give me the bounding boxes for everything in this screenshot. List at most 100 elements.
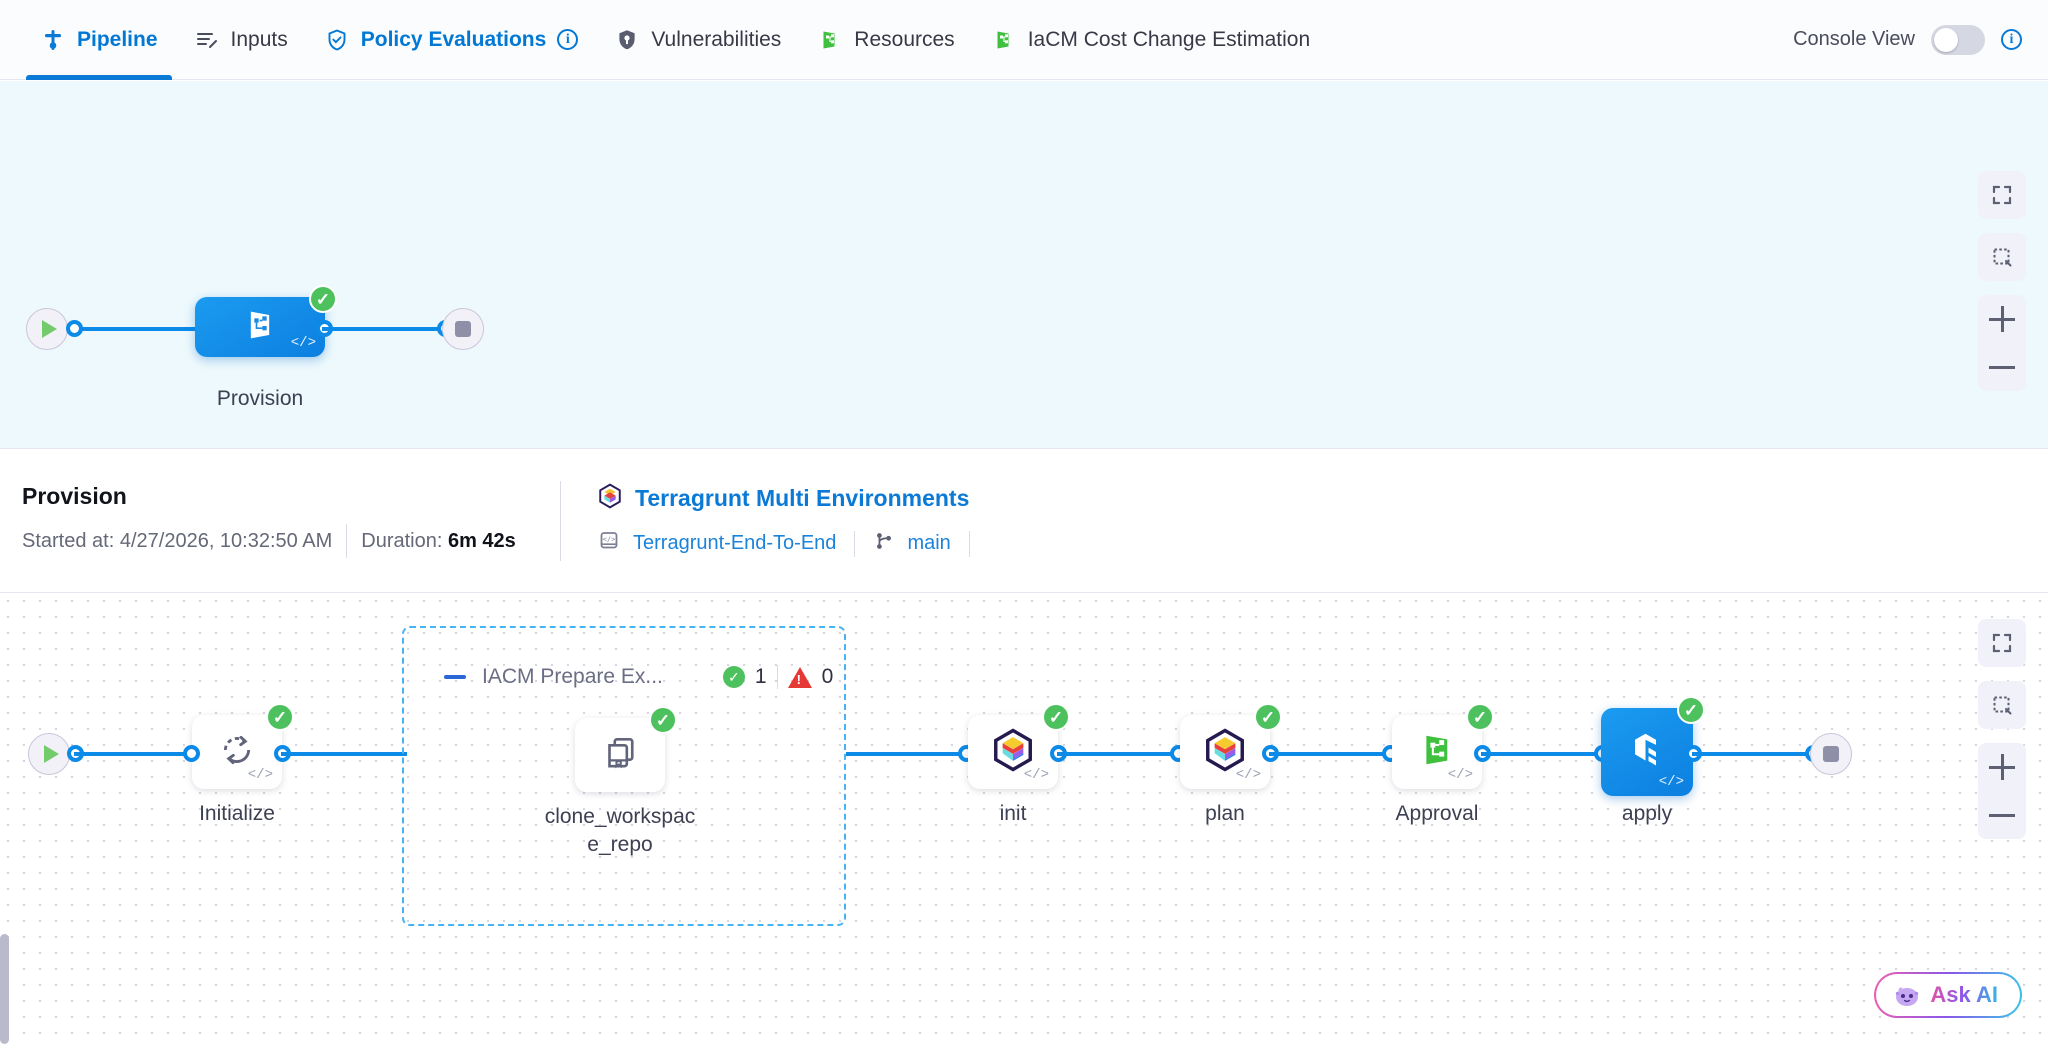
- terragrunt-hex-icon: [597, 482, 623, 515]
- ask-ai-button[interactable]: Ask AI: [1874, 972, 2022, 1018]
- exec-node-label-approval: Approval: [1395, 802, 1479, 825]
- exec-edge-5: [1481, 752, 1601, 756]
- status-check-icon: ✓: [1254, 703, 1282, 731]
- tab-inputs[interactable]: Inputs: [176, 0, 306, 80]
- branch-icon: [873, 529, 895, 559]
- stage-zoom-stack: [1978, 295, 2026, 391]
- repo-name[interactable]: Terragrunt-End-To-End: [633, 532, 837, 554]
- stage-end-node[interactable]: [442, 308, 484, 350]
- check-circle-icon: ✓: [722, 666, 745, 688]
- marquee-select-icon: [1993, 248, 2012, 267]
- exec-node-init[interactable]: </> ✓: [968, 703, 1070, 789]
- status-check-icon: ✓: [649, 706, 677, 734]
- canvas-scrollbar[interactable]: [0, 934, 9, 1044]
- stage-edge-start: [70, 327, 200, 331]
- exec-edge-2: [846, 752, 964, 756]
- minus-icon: [1989, 365, 2015, 369]
- tab-label: Policy Evaluations: [360, 27, 547, 51]
- iacm-cost-icon: [991, 27, 1017, 53]
- exec-start-node[interactable]: [28, 733, 70, 775]
- exec-node-initialize[interactable]: </> ✓: [192, 703, 294, 789]
- started-at-label: Started at:: [22, 529, 115, 552]
- tab-label: Inputs: [230, 27, 288, 51]
- started-at-value: 4/27/2026, 10:32:50 AM: [119, 529, 333, 552]
- minus-icon[interactable]: [444, 675, 466, 679]
- refresh-icon: [217, 730, 257, 775]
- project-link[interactable]: Terragrunt Multi Environments: [597, 482, 976, 515]
- exec-group-title: IACM Prepare Ex...: [482, 665, 663, 688]
- exec-node-approval[interactable]: </> ✓: [1392, 703, 1494, 789]
- exec-node-label-init: init: [999, 802, 1027, 825]
- stage-fullscreen-button[interactable]: [1978, 171, 2026, 219]
- tab-resources[interactable]: Resources: [799, 0, 972, 80]
- duration: Duration: 6m 42s: [361, 530, 516, 553]
- console-view-toggle[interactable]: [1931, 24, 1985, 55]
- stage-graph-canvas[interactable]: </> ✓ Provision: [0, 81, 2048, 448]
- stage-zoom-in-button[interactable]: [1978, 295, 2026, 343]
- exec-fullscreen-button[interactable]: [1978, 619, 2026, 667]
- exec-node-label-clone: clone_workspac e_repo: [544, 805, 696, 857]
- exec-zoom-stack: [1978, 743, 2026, 839]
- pipeline-icon: [40, 27, 66, 53]
- exec-group-counts: ✓ 1 0: [722, 665, 834, 689]
- code-glyph: </>: [1447, 767, 1473, 783]
- stage-node-provision[interactable]: </> ✓: [195, 285, 337, 357]
- tab-policy-evaluations[interactable]: Policy Evaluations i: [306, 0, 597, 80]
- play-icon: [41, 320, 57, 338]
- console-info-icon[interactable]: i: [2001, 29, 2022, 50]
- branch-name[interactable]: main: [907, 532, 951, 554]
- exec-group-iacm-prepare[interactable]: [402, 626, 846, 926]
- tab-pipeline[interactable]: Pipeline: [22, 0, 176, 80]
- code-glyph: </>: [247, 767, 273, 783]
- duration-label: Duration:: [361, 529, 443, 552]
- status-check-icon: ✓: [1042, 703, 1070, 731]
- exec-zoom-controls: [1978, 619, 2026, 839]
- expand-icon: [1992, 185, 2012, 205]
- tab-vulnerabilities[interactable]: Vulnerabilities: [596, 0, 799, 80]
- svg-text:</>: </>: [603, 535, 616, 543]
- stage-start-node[interactable]: [26, 308, 68, 350]
- ask-ai-label: Ask AI: [1930, 982, 1998, 1007]
- code-glyph: </>: [1235, 767, 1261, 783]
- exec-select-area-button[interactable]: [1978, 681, 2026, 729]
- warning-count: 0: [821, 665, 834, 688]
- code-glyph: </>: [1023, 767, 1049, 783]
- success-count: 1: [754, 665, 767, 688]
- minus-icon: [1989, 813, 2015, 817]
- iacm-green-icon: [1415, 728, 1459, 777]
- tab-label: IaCM Cost Change Estimation: [1027, 27, 1311, 51]
- exec-edge-4: [1269, 752, 1389, 756]
- stage-info-left: Provision Started at: 4/27/2026, 10:32:5…: [0, 483, 560, 558]
- exec-node-plan[interactable]: </> ✓: [1180, 703, 1282, 789]
- stage-select-area-button[interactable]: [1978, 233, 2026, 281]
- repo-copy-icon: [599, 732, 641, 779]
- console-view-control: Console View i: [1793, 24, 2048, 55]
- exec-end-node[interactable]: [1810, 733, 1852, 775]
- exec-edge-0: [74, 752, 184, 756]
- project-name: Terragrunt Multi Environments: [635, 485, 970, 511]
- execution-graph-canvas[interactable]: </> ✓ Initialize IACM Prepare Ex... ✓ 1 …: [0, 592, 2048, 1044]
- status-check-icon: ✓: [309, 285, 337, 313]
- tab-iacm-cost-change-estimation[interactable]: IaCM Cost Change Estimation: [973, 0, 1328, 80]
- branch-divider: [968, 530, 970, 557]
- exec-edge-1: [281, 752, 407, 756]
- repo-divider: [854, 530, 856, 557]
- policy-info-icon[interactable]: i: [557, 29, 579, 50]
- meta-divider: [346, 524, 348, 558]
- stage-port-out-start: [66, 320, 83, 337]
- started-at: Started at: 4/27/2026, 10:32:50 AM: [22, 530, 332, 553]
- stop-icon: [455, 321, 471, 337]
- exec-zoom-out-button[interactable]: [1978, 791, 2026, 839]
- stage-info-right: Terragrunt Multi Environments </> Terrag…: [561, 482, 976, 559]
- inputs-icon: [194, 27, 220, 53]
- expand-icon: [1992, 633, 2012, 653]
- exec-node-apply[interactable]: </> ✓: [1601, 696, 1705, 796]
- ask-ai-inner: Ask AI: [1876, 974, 2020, 1016]
- stage-zoom-out-button[interactable]: [1978, 343, 2026, 391]
- repository-icon: </>: [597, 529, 621, 559]
- iacm-stage-icon: [240, 305, 280, 350]
- exec-node-clone-workspace-repo[interactable]: ✓: [575, 706, 677, 792]
- exec-node-label-initialize: Initialize: [199, 802, 275, 825]
- exec-zoom-in-button[interactable]: [1978, 743, 2026, 791]
- ai-bot-icon: [1892, 983, 1920, 1007]
